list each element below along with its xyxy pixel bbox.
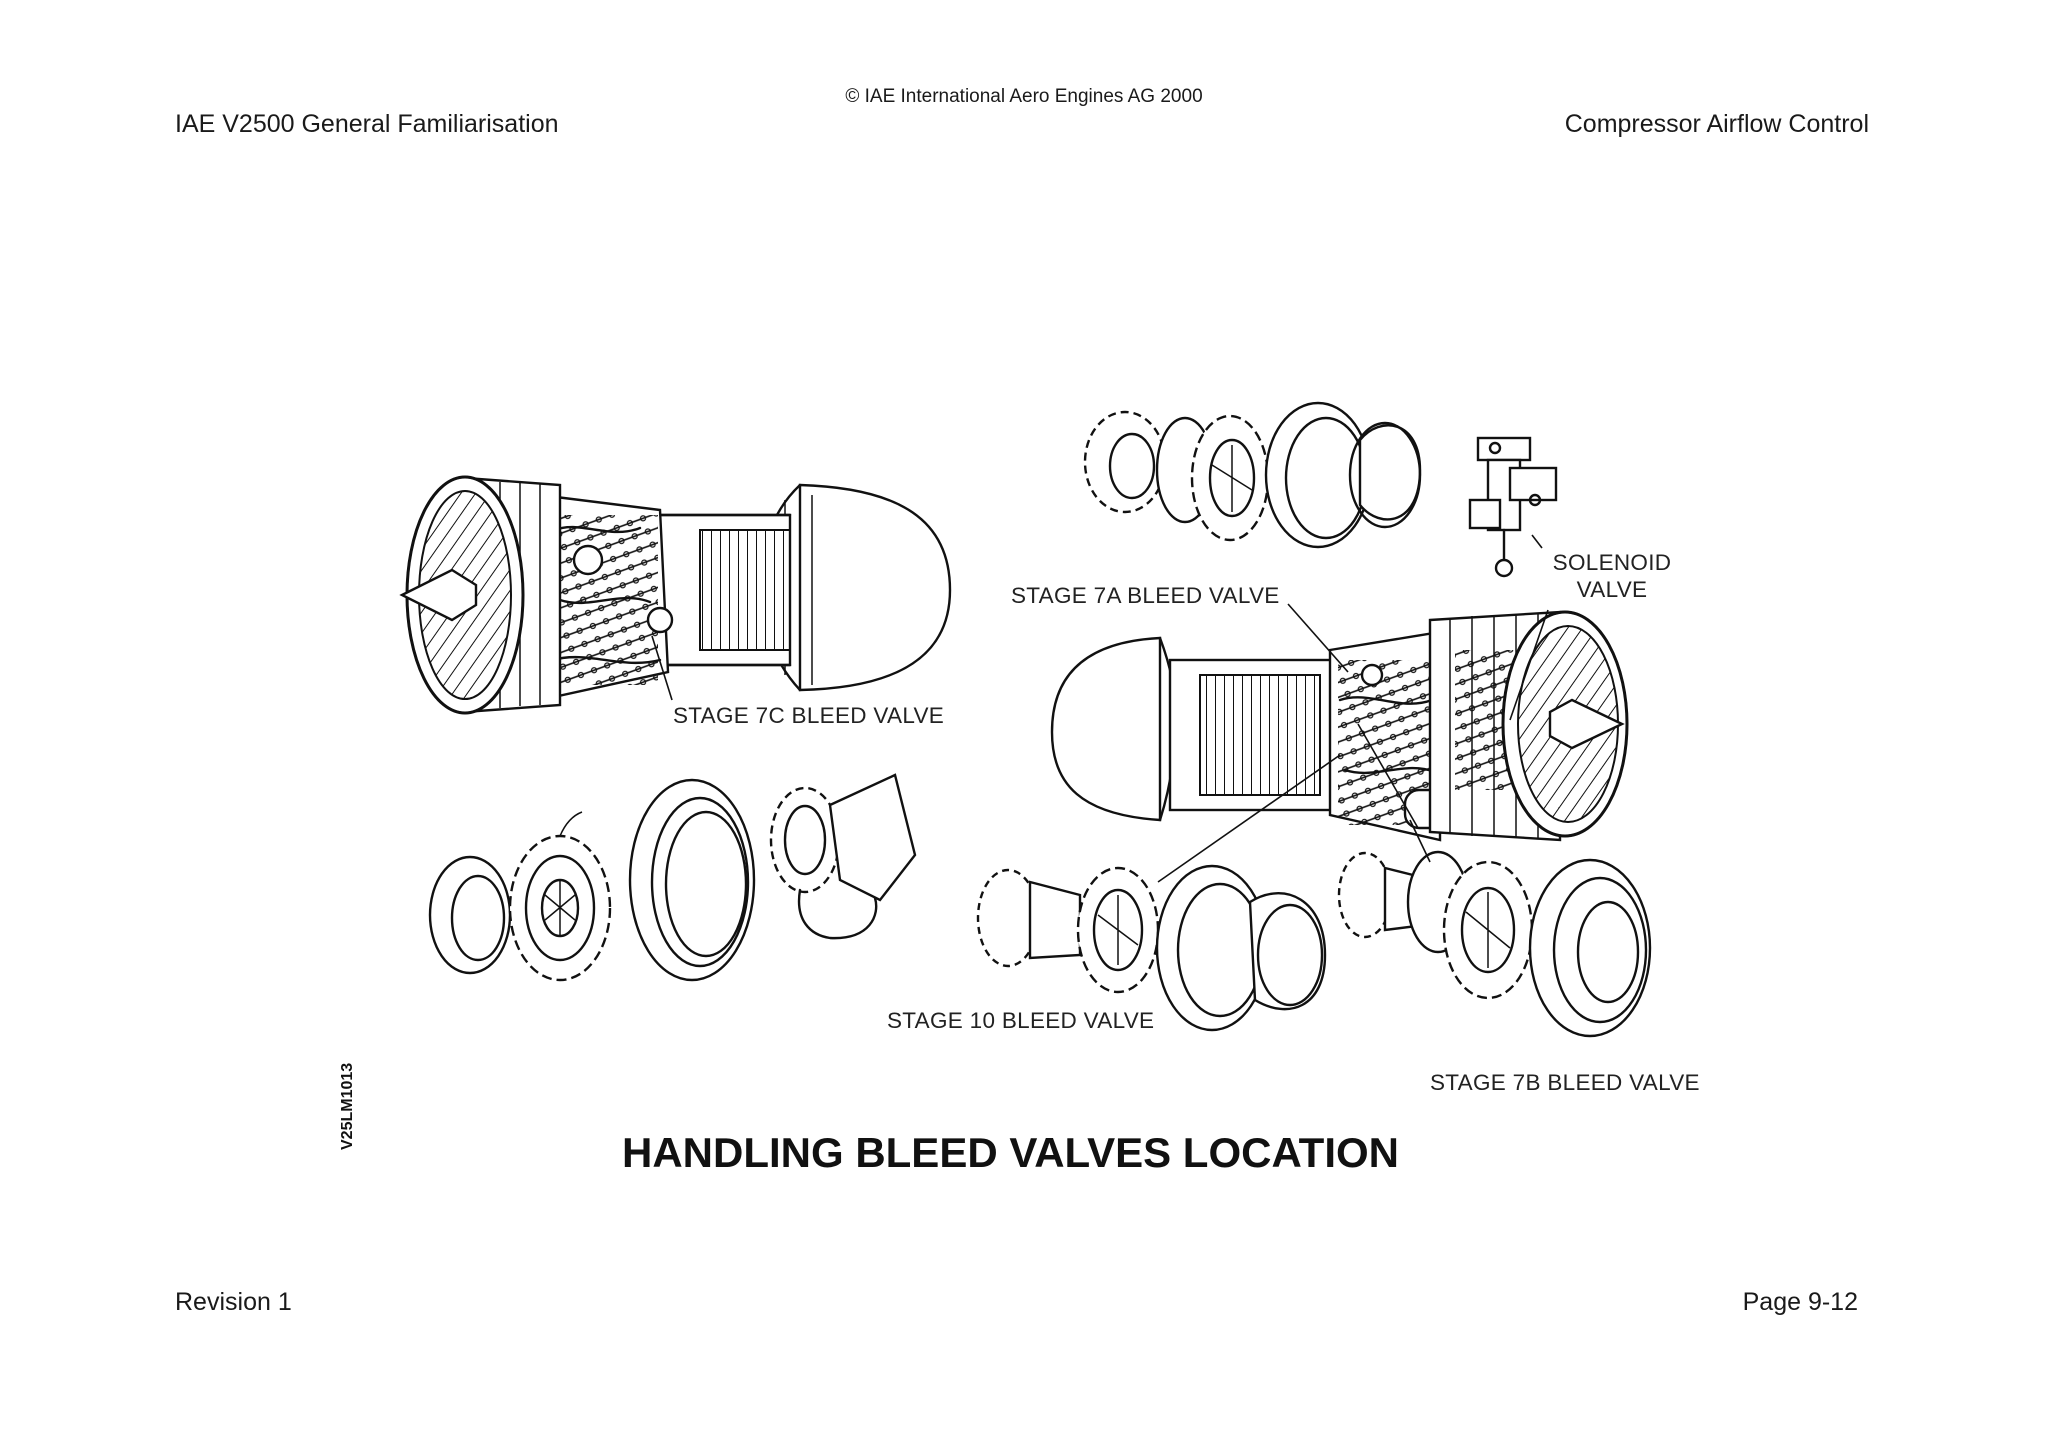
stage-10-parts-drawing — [976, 864, 1327, 1032]
solenoid-label-line1: SOLENOID — [1553, 550, 1672, 575]
page-number: Page 9-12 — [1742, 1288, 1858, 1316]
solenoid-valve-drawing — [1468, 436, 1558, 578]
drawing-code: V25LM1013 — [339, 1063, 356, 1150]
section-title: Compressor Airflow Control — [1564, 110, 1869, 138]
left-engine-drawing — [399, 475, 952, 715]
stage-7b-label: STAGE 7B BLEED VALVE — [1430, 1070, 1700, 1095]
copyright-notice: © IAE International Aero Engines AG 2000 — [845, 86, 1203, 107]
document-title: IAE V2500 General Familiarisation — [175, 110, 559, 138]
stage-7b-parts-drawing — [1337, 850, 1652, 1038]
right-engine-drawing — [1050, 610, 1629, 842]
stage-7c-parts-drawing — [428, 773, 917, 982]
figure-title: HANDLING BLEED VALVES LOCATION — [622, 1129, 1399, 1176]
stage-7a-parts-drawing — [1083, 401, 1422, 549]
solenoid-label-line2: VALVE — [1577, 577, 1648, 602]
stage-7a-label: STAGE 7A BLEED VALVE — [1011, 583, 1280, 608]
leader-lines — [651, 534, 1549, 883]
stage-7c-label: STAGE 7C BLEED VALVE — [673, 703, 944, 728]
revision-label: Revision 1 — [175, 1288, 292, 1316]
stage-10-label: STAGE 10 BLEED VALVE — [887, 1008, 1154, 1033]
